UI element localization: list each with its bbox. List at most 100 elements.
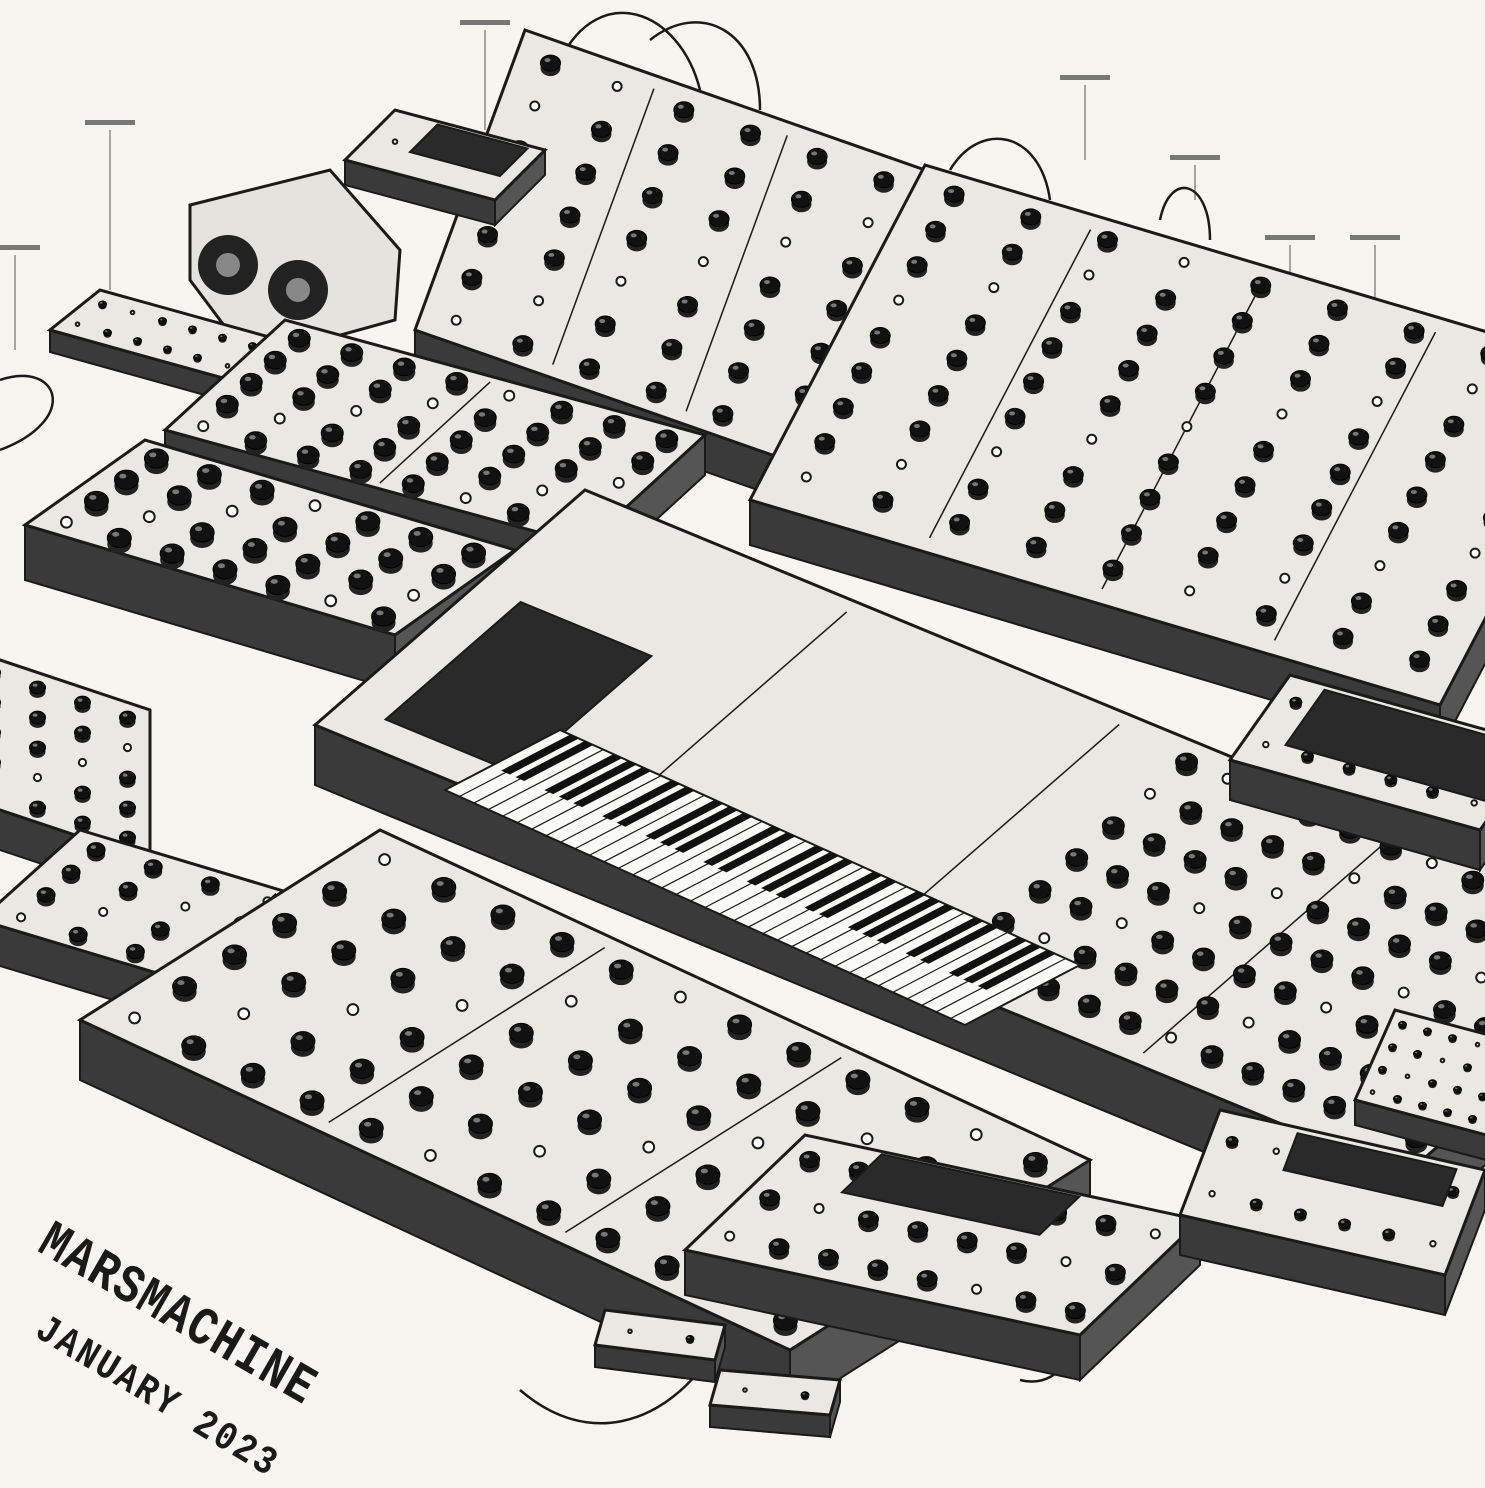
- knob-highlight: [1355, 596, 1361, 600]
- knob-icon: [1065, 1303, 1085, 1319]
- knob-highlight: [78, 699, 83, 702]
- knob-highlight: [1294, 374, 1300, 378]
- knob-highlight: [1337, 631, 1343, 635]
- knob-icon: [801, 1392, 809, 1398]
- knob-icon: [696, 1165, 720, 1184]
- knob-highlight: [271, 579, 278, 584]
- knob-highlight: [1049, 505, 1055, 509]
- jack-icon: [1476, 1043, 1480, 1047]
- knob-highlight: [414, 1090, 421, 1095]
- jack-icon: [1373, 397, 1382, 406]
- knob-highlight: [1315, 953, 1322, 957]
- knob-highlight: [1083, 998, 1090, 1002]
- knob-icon: [120, 801, 136, 814]
- knob-highlight: [582, 1114, 589, 1119]
- knob-icon: [167, 486, 191, 505]
- knob-highlight: [321, 369, 328, 373]
- jack-icon: [227, 506, 238, 517]
- knob-highlight: [792, 1046, 799, 1051]
- knob-icon: [126, 944, 144, 958]
- knob-icon: [409, 527, 433, 546]
- knob-icon: [350, 1059, 374, 1078]
- knob-icon: [769, 1239, 789, 1255]
- knob-highlight: [1079, 950, 1086, 954]
- knob-highlight: [221, 399, 228, 403]
- knob-icon: [1319, 1048, 1341, 1066]
- knob-highlight: [1100, 1218, 1106, 1222]
- knob-highlight: [1438, 1004, 1445, 1008]
- knob-highlight: [245, 377, 252, 381]
- jack-icon: [1468, 384, 1477, 393]
- knob-icon: [1242, 1063, 1264, 1081]
- knob-highlight: [1455, 1088, 1457, 1090]
- knob-highlight: [1287, 1083, 1294, 1087]
- jack-icon: [1476, 973, 1485, 983]
- knob-icon: [1351, 593, 1371, 609]
- knob-highlight: [592, 1173, 599, 1178]
- knob-highlight: [1470, 1117, 1472, 1119]
- knob-icon: [1333, 628, 1353, 644]
- knob-icon: [1063, 467, 1083, 483]
- jack-icon: [1145, 789, 1155, 799]
- jack-icon: [1375, 561, 1384, 570]
- knob-icon: [1023, 1152, 1047, 1171]
- knob-icon: [144, 860, 162, 874]
- knob-highlight: [405, 1031, 412, 1036]
- knob-icon: [1444, 1109, 1452, 1115]
- patch-cable: [520, 1370, 700, 1423]
- knob-highlight: [874, 331, 880, 335]
- knob-highlight: [78, 729, 83, 732]
- knob-highlight: [803, 1393, 805, 1395]
- knob-highlight: [1328, 1100, 1335, 1104]
- knob-icon: [1140, 489, 1160, 505]
- knob-highlight: [1360, 1019, 1367, 1023]
- jack-icon: [124, 744, 131, 751]
- knob-icon: [160, 544, 184, 563]
- knob-highlight: [1316, 503, 1322, 507]
- knob-highlight: [599, 319, 605, 323]
- jack-icon: [425, 1150, 436, 1161]
- knob-highlight: [160, 319, 162, 321]
- knob-highlight: [1297, 1211, 1301, 1213]
- knob-icon: [1115, 963, 1137, 981]
- knob-highlight: [1028, 376, 1034, 380]
- knob-icon: [1327, 300, 1347, 316]
- knob-highlight: [1434, 955, 1441, 959]
- knob-highlight: [688, 1337, 690, 1339]
- knob-icon: [947, 350, 967, 366]
- knob-icon: [223, 945, 247, 964]
- knob-highlight: [623, 1023, 630, 1028]
- knob-highlight: [822, 1252, 828, 1256]
- knob-icon: [293, 388, 315, 406]
- knob-icon: [744, 320, 764, 336]
- knob-icon: [1454, 1086, 1462, 1092]
- knob-highlight: [692, 1109, 699, 1114]
- knob-highlight: [1313, 338, 1319, 342]
- knob-icon: [540, 55, 560, 71]
- knob-highlight: [479, 412, 486, 416]
- knob-highlight: [1184, 805, 1191, 809]
- knob-highlight: [646, 190, 652, 194]
- knob-highlight: [431, 456, 438, 460]
- knob-highlight: [911, 260, 917, 264]
- patch-cable: [1160, 188, 1210, 240]
- knob-icon: [555, 460, 577, 478]
- knob-highlight: [384, 552, 391, 557]
- knob-highlight: [135, 339, 137, 341]
- knob-highlight: [773, 1242, 779, 1246]
- knob-icon: [432, 564, 456, 583]
- knob-icon: [944, 186, 964, 202]
- jack-icon: [862, 1133, 873, 1144]
- knob-highlight: [713, 214, 719, 218]
- callout-label: [85, 120, 135, 125]
- knob-icon: [518, 1082, 542, 1101]
- knob-highlight: [1429, 906, 1436, 910]
- knob-icon: [1307, 901, 1329, 919]
- knob-highlight: [733, 366, 739, 370]
- knob-highlight: [1025, 212, 1031, 216]
- jack-icon: [408, 590, 419, 601]
- knob-icon: [728, 1015, 752, 1034]
- knob-highlight: [466, 547, 473, 552]
- jack-icon: [1084, 270, 1093, 279]
- jack-icon: [131, 311, 135, 315]
